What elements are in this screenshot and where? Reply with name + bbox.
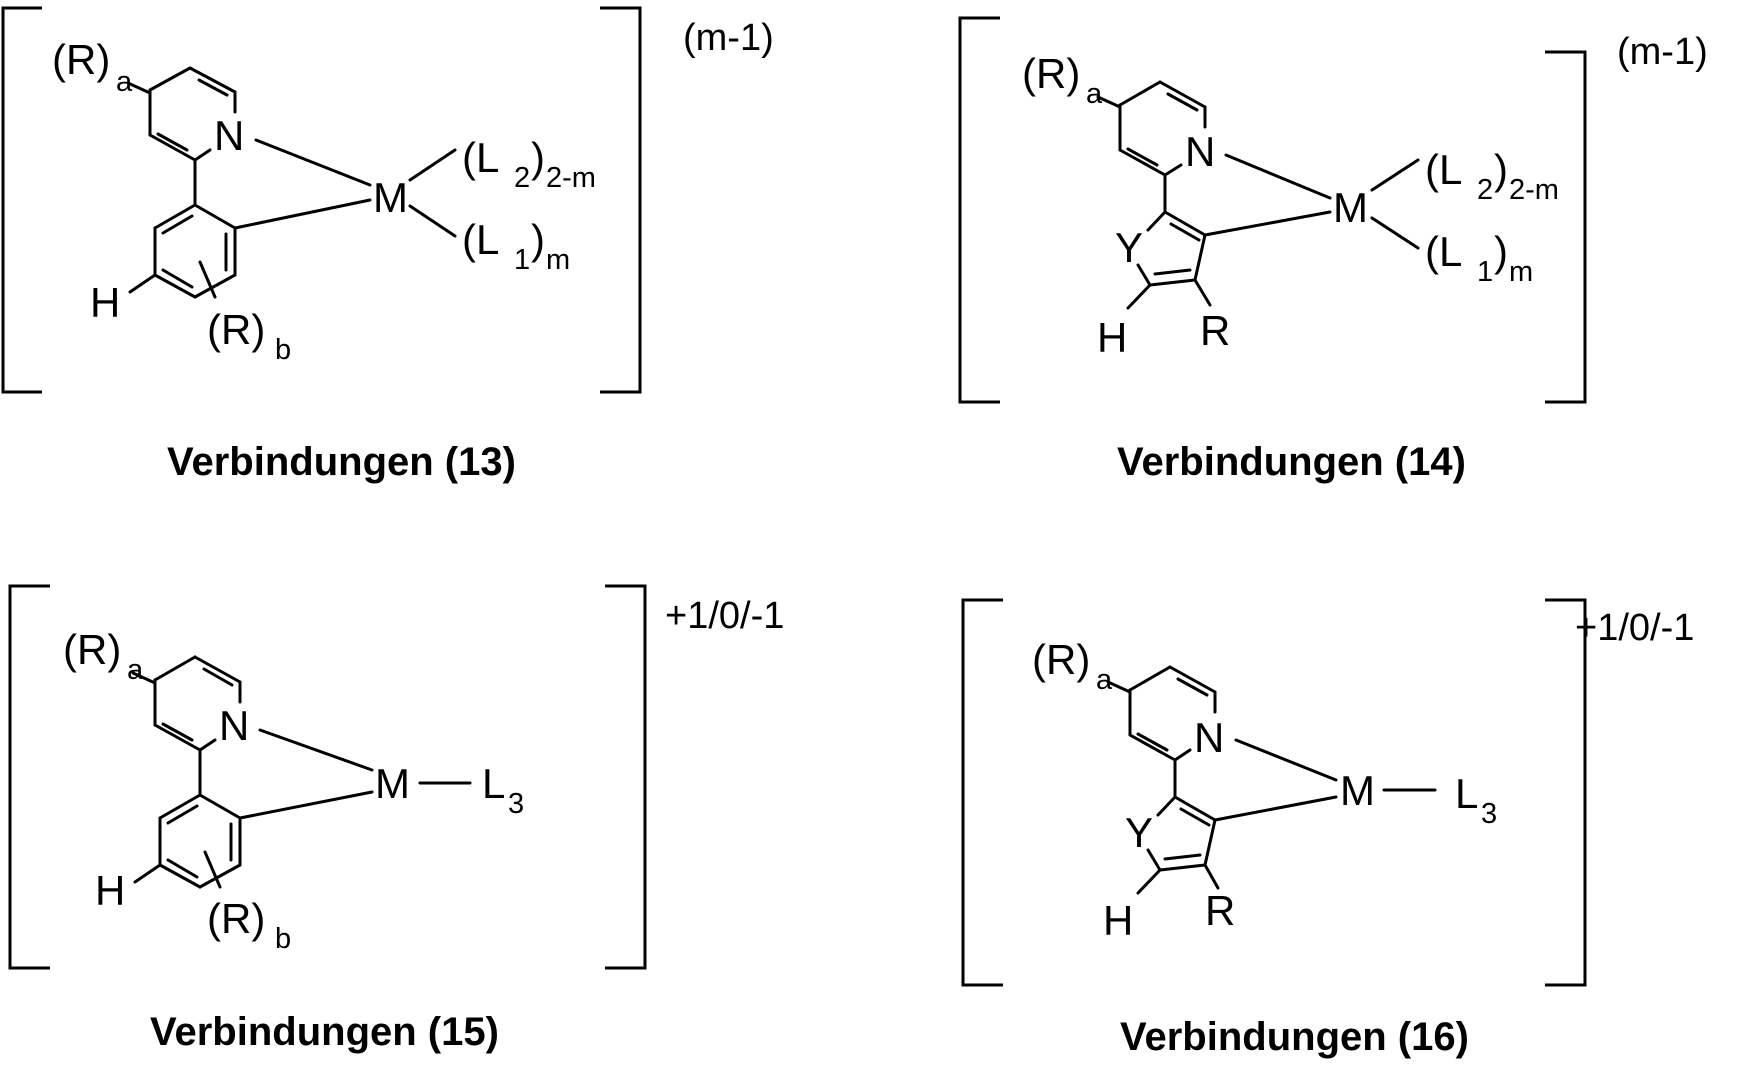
svg-text:(R): (R) (207, 306, 265, 353)
right-bracket (605, 586, 645, 968)
caption-16: Verbindungen (16) (1120, 1015, 1469, 1059)
compound-16: +1/0/-1 N Y R H ( (963, 600, 1694, 1059)
left-bracket (3, 8, 42, 392)
r-a-subscript: a (1086, 78, 1103, 110)
r-b-subscript: b (275, 923, 291, 955)
metal-l1-bond (410, 206, 455, 236)
substituent-r-a: (R) a (52, 36, 133, 98)
n-metal-bond (1236, 740, 1336, 780)
left-bracket (10, 586, 50, 968)
phenyl-ring (130, 160, 235, 297)
metal-l1-bond (1372, 218, 1418, 248)
charge-label: (m-1) (1617, 31, 1708, 73)
ligand-l3: L 3 (482, 760, 524, 820)
svg-text:(L: (L (462, 216, 499, 263)
left-bracket (960, 18, 1000, 402)
substituent-r-a: (R) a (1032, 636, 1113, 696)
c-metal-bond (1215, 797, 1336, 820)
svg-text:2-m: 2-m (546, 162, 596, 194)
compound-15: +1/0/-1 N H (10, 586, 784, 1054)
ligand-l2: (L 2 ) 2-m (1425, 146, 1559, 206)
right-bracket (1545, 52, 1585, 402)
nitrogen-label: N (219, 702, 249, 749)
charge-label: +1/0/-1 (665, 595, 784, 637)
svg-text:1: 1 (514, 244, 530, 276)
svg-text:): ) (531, 134, 545, 181)
svg-text:1: 1 (1477, 256, 1493, 288)
svg-text:m: m (1509, 256, 1533, 288)
svg-text:L: L (482, 760, 505, 807)
svg-text:): ) (531, 216, 545, 263)
svg-text:3: 3 (1481, 798, 1497, 830)
r-a-subscript: a (1096, 664, 1113, 696)
c-metal-bond (1205, 212, 1330, 235)
svg-text:a: a (116, 66, 133, 98)
hydrogen-label: H (1103, 897, 1133, 944)
right-bracket (600, 8, 640, 392)
ligand-l2: (L 2 ) 2-m (462, 134, 596, 194)
r-a-base: (R) (1032, 636, 1090, 683)
nitrogen-label: N (1185, 128, 1215, 175)
substituent-r-b: (R) b (207, 306, 291, 366)
svg-text:m: m (546, 244, 570, 276)
n-metal-bond (260, 730, 372, 770)
r-substituent-label: R (1205, 887, 1235, 934)
charge-label: +1/0/-1 (1575, 607, 1694, 649)
nitrogen-label: N (1194, 714, 1224, 761)
r-a-subscript: a (127, 654, 144, 686)
nitrogen-label: N (214, 112, 244, 159)
svg-text:(L: (L (462, 134, 499, 181)
r-a-base: (R) (1022, 50, 1080, 97)
metal-label: M (373, 174, 408, 221)
right-bracket (1545, 600, 1585, 985)
svg-text:(L: (L (1425, 146, 1462, 193)
metal-label: M (375, 760, 410, 807)
c-metal-bond (235, 200, 370, 228)
compound-13: (m-1) N H (3, 8, 774, 484)
ligand-l1: (L 1 ) m (462, 216, 570, 276)
caption-14: Verbindungen (14) (1117, 440, 1466, 484)
c-metal-bond (240, 792, 372, 818)
metal-l2-bond (410, 150, 455, 180)
metal-l2-bond (1372, 160, 1418, 190)
ligand-l1: (L 1 ) m (1425, 228, 1533, 288)
substituent-r-a: (R) a (1022, 50, 1103, 110)
metal-label: M (1340, 767, 1375, 814)
svg-text:b: b (275, 334, 291, 366)
svg-text:(R): (R) (52, 36, 110, 83)
caption-13: Verbindungen (13) (167, 440, 516, 484)
hydrogen-label: H (1097, 314, 1127, 361)
phenyl-ring (135, 750, 240, 887)
compound-14: (m-1) N Y R H (960, 18, 1708, 484)
n-metal-bond (1226, 155, 1330, 198)
svg-text:): ) (1494, 146, 1508, 193)
heteroatom-y-label: Y (1125, 809, 1153, 856)
svg-text:2: 2 (514, 162, 530, 194)
hydrogen-label: H (90, 279, 120, 326)
left-bracket (963, 600, 1003, 985)
r-b-base: (R) (207, 895, 265, 942)
substituent-r-b: (R) b (207, 895, 291, 955)
svg-text:L: L (1455, 770, 1478, 817)
hydrogen-label: H (95, 867, 125, 914)
substituent-r-a: (R) a (63, 626, 144, 686)
ligand-l3: L 3 (1455, 770, 1497, 830)
metal-label: M (1333, 184, 1368, 231)
r-a-base: (R) (63, 626, 121, 673)
caption-15: Verbindungen (15) (150, 1010, 499, 1054)
r-substituent-label: R (1200, 307, 1230, 354)
svg-text:2-m: 2-m (1509, 174, 1559, 206)
charge-label: (m-1) (683, 17, 774, 59)
svg-text:2: 2 (1477, 174, 1493, 206)
n-metal-bond (256, 140, 370, 185)
svg-text:3: 3 (508, 788, 524, 820)
heteroatom-y-label: Y (1115, 224, 1143, 271)
svg-text:): ) (1494, 228, 1508, 275)
svg-text:(L: (L (1425, 228, 1462, 275)
